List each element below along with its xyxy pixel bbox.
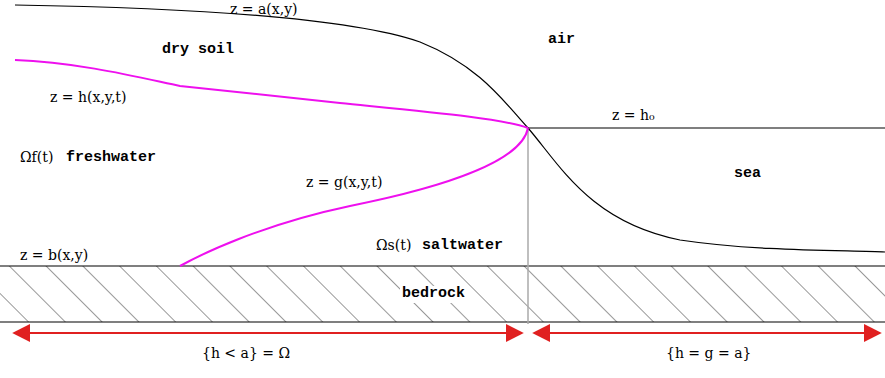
- region-label: sea: [732, 166, 763, 183]
- curve-label: z = h(x,y,t): [48, 90, 128, 105]
- water-table: [15, 60, 528, 128]
- curve-label: z = a(x,y): [228, 2, 300, 17]
- ground-surface: [15, 5, 885, 252]
- interface-curve: [180, 128, 528, 266]
- bedrock-hatch: [0, 266, 885, 322]
- curve-label: z = b(x,y): [18, 248, 90, 263]
- divider-line: [527, 128, 529, 324]
- domain-symbol: Ωs(t): [374, 238, 413, 253]
- bedrock-top: [0, 265, 885, 266]
- sea-level: [528, 127, 885, 128]
- region-label: saltwater: [420, 238, 505, 255]
- region-label: air: [546, 32, 577, 49]
- set-label: {h < a} = Ω: [200, 346, 292, 361]
- region-label: dry soil: [160, 42, 236, 59]
- extent-arrow: [534, 332, 880, 334]
- region-label: freshwater: [64, 150, 158, 167]
- extent-arrow: [14, 332, 522, 334]
- region-label: bedrock: [400, 286, 467, 303]
- domain-symbol: Ωf(t): [18, 150, 55, 165]
- bedrock-bottom: [0, 321, 885, 322]
- curve-label: z = g(x,y,t): [304, 175, 384, 190]
- set-label: {h = g = a}: [664, 346, 753, 361]
- curve-label: z = h₀: [610, 108, 657, 123]
